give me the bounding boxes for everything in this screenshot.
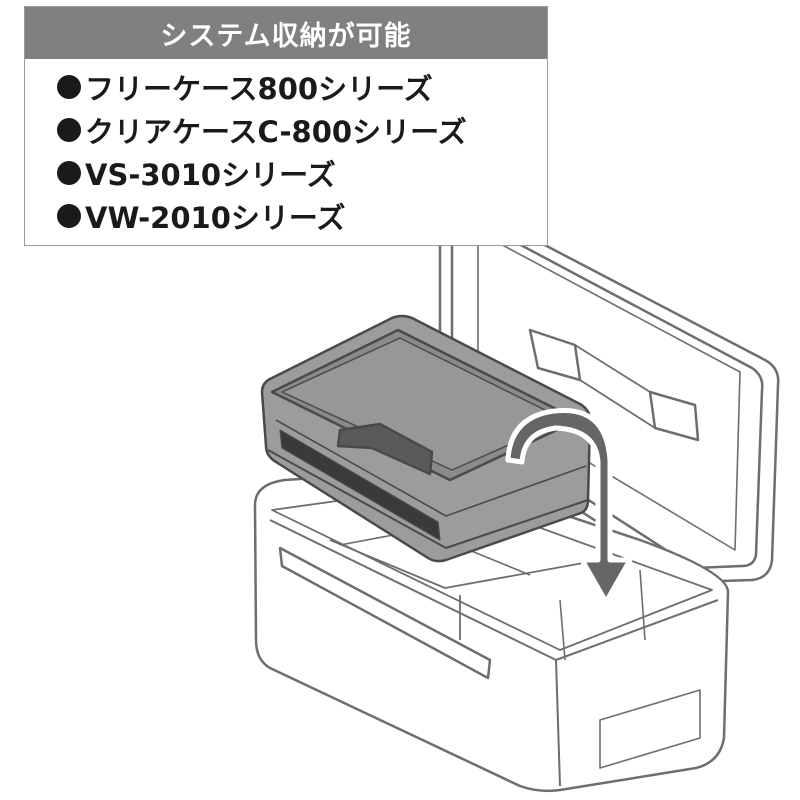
panel-header: システム収納が可能 xyxy=(25,7,547,59)
list-item: VS-3010シリーズ xyxy=(57,151,547,194)
list-item: フリーケース800シリーズ xyxy=(57,65,547,108)
bullet-icon xyxy=(57,160,81,185)
bullet-icon xyxy=(57,203,81,228)
compatibility-panel: システム収納が可能 フリーケース800シリーズ クリアケースC-800シリーズ … xyxy=(24,6,548,246)
list-item: VW-2010シリーズ xyxy=(57,194,547,237)
list-item-label: VW-2010シリーズ xyxy=(85,200,346,235)
box-lid xyxy=(438,204,780,584)
list-item: クリアケースC-800シリーズ xyxy=(57,108,547,151)
list-item-label: フリーケース800シリーズ xyxy=(85,71,433,106)
bullet-icon xyxy=(57,117,81,142)
bullet-icon xyxy=(57,74,81,99)
list-item-label: VS-3010シリーズ xyxy=(85,157,336,192)
tackle-case xyxy=(260,314,592,563)
insert-arrow-icon xyxy=(505,408,633,605)
list-item-label: クリアケースC-800シリーズ xyxy=(85,114,467,149)
compatible-series-list: フリーケース800シリーズ クリアケースC-800シリーズ VS-3010シリー… xyxy=(25,59,547,237)
